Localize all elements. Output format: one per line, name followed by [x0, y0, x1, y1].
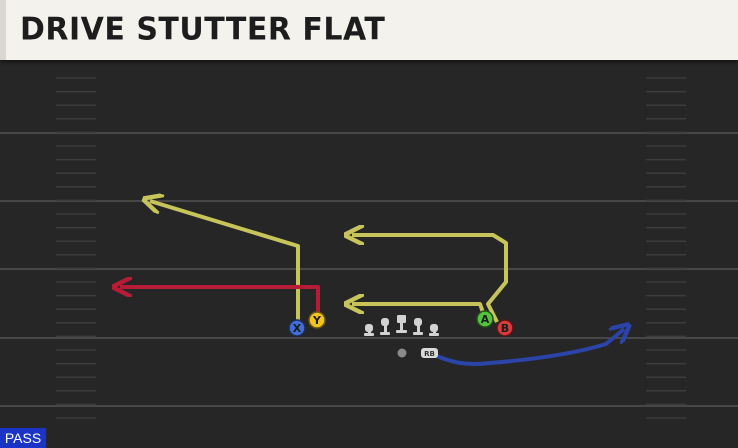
player-b-icon: B [496, 319, 514, 337]
player-a-icon: A [476, 310, 494, 328]
route-a-drag [352, 304, 487, 319]
route-b-dig [352, 235, 508, 323]
player-y-label: Y [312, 314, 322, 327]
left-guard-icon [380, 318, 390, 335]
hash-marks-right [646, 77, 686, 419]
route-x-corner [150, 201, 300, 327]
play-header: DRIVE STUTTER FLAT [0, 0, 738, 60]
player-y-icon: Y [308, 311, 326, 329]
route-rb-wheel [431, 329, 624, 366]
player-x-icon: X [288, 319, 306, 337]
play-title: DRIVE STUTTER FLAT [20, 11, 386, 48]
left-tackle-icon [364, 324, 374, 336]
header-accent [0, 0, 6, 60]
hash-marks-left [56, 77, 96, 419]
right-tackle-icon [429, 324, 439, 336]
offensive-line [364, 315, 439, 336]
right-guard-icon [413, 318, 423, 335]
quarterback-icon [397, 348, 407, 358]
yard-lines [0, 132, 738, 407]
player-x-label: X [293, 322, 302, 335]
player-a-label: A [481, 313, 490, 326]
player-b-label: B [501, 322, 509, 335]
play-type-badge: PASS [0, 428, 46, 448]
center-icon [396, 315, 407, 333]
running-back-icon: RB [421, 348, 438, 358]
running-back-label: RB [424, 350, 435, 358]
play-diagram-field: RB X Y A B [0, 77, 738, 419]
route-y-out [120, 287, 320, 320]
